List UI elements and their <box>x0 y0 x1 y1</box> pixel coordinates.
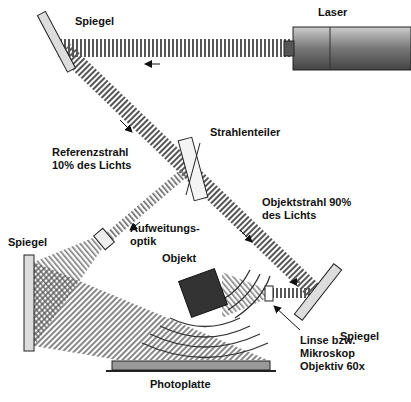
lens <box>265 286 273 301</box>
component-label: Objekt <box>162 252 222 265</box>
reflected-reference-beam <box>34 262 268 360</box>
beam-arrows <box>120 64 300 282</box>
beam-splitter <box>178 137 208 201</box>
beam-splitter-face <box>186 143 200 195</box>
laser-aperture <box>284 41 294 56</box>
mirror <box>24 255 34 351</box>
component-label: Laser <box>318 6 378 19</box>
mirror <box>294 264 341 321</box>
leader-line <box>274 306 300 330</box>
component-label: Linse bzw. Mikroskop Objektiv 60x <box>300 334 386 373</box>
component-label: Referenzstrahl 10% des Lichts <box>52 146 152 172</box>
component-label: Objektstrahl 90% des Lichts <box>262 196 372 222</box>
laser-beam <box>60 39 290 57</box>
laser-body <box>293 27 411 70</box>
mirror <box>37 11 75 72</box>
object <box>179 269 228 318</box>
component-label: Strahlenteiler <box>210 126 310 139</box>
component-label: Photoplatte <box>150 378 240 391</box>
component-label: Spiegel <box>75 15 145 28</box>
plate-base <box>106 370 276 372</box>
component-label: Aufweitungs- optik <box>130 222 208 248</box>
laser-detail <box>330 27 331 70</box>
object-beam <box>272 288 312 298</box>
expansion-optic <box>94 228 115 250</box>
photo-plate <box>112 361 270 370</box>
component-label: Spiegel <box>8 236 78 249</box>
